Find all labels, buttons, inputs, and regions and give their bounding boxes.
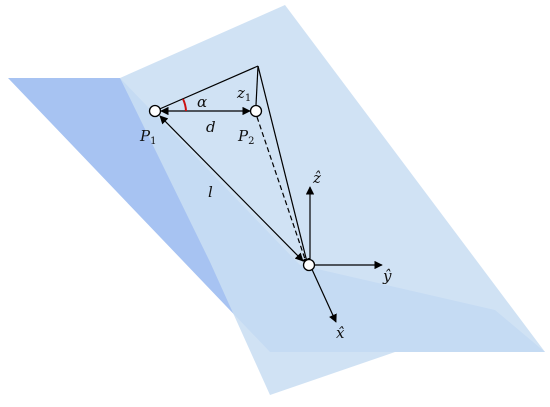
alpha-angle-arc [182, 98, 187, 112]
label-y-hat: ŷ [382, 267, 392, 285]
distance-l-arrow [159, 115, 304, 262]
upper-plane [120, 5, 545, 395]
label-alpha: α [197, 93, 207, 111]
label-z1: z1 [236, 84, 251, 104]
edge-apex-p2 [255, 65, 259, 106]
point-p1 [148, 104, 162, 118]
label-p1: P1 [139, 127, 156, 147]
origin-point [302, 258, 316, 272]
label-p2: P2 [237, 127, 254, 147]
label-z-hat: ẑ [312, 169, 321, 187]
lower-plane [8, 78, 545, 352]
label-d: d [206, 118, 216, 136]
point-p2 [249, 104, 263, 118]
label-l: l [208, 183, 213, 201]
x-axis [309, 264, 337, 323]
edge-p1-apex [154, 65, 259, 112]
label-x-hat: x̂ [336, 324, 345, 342]
